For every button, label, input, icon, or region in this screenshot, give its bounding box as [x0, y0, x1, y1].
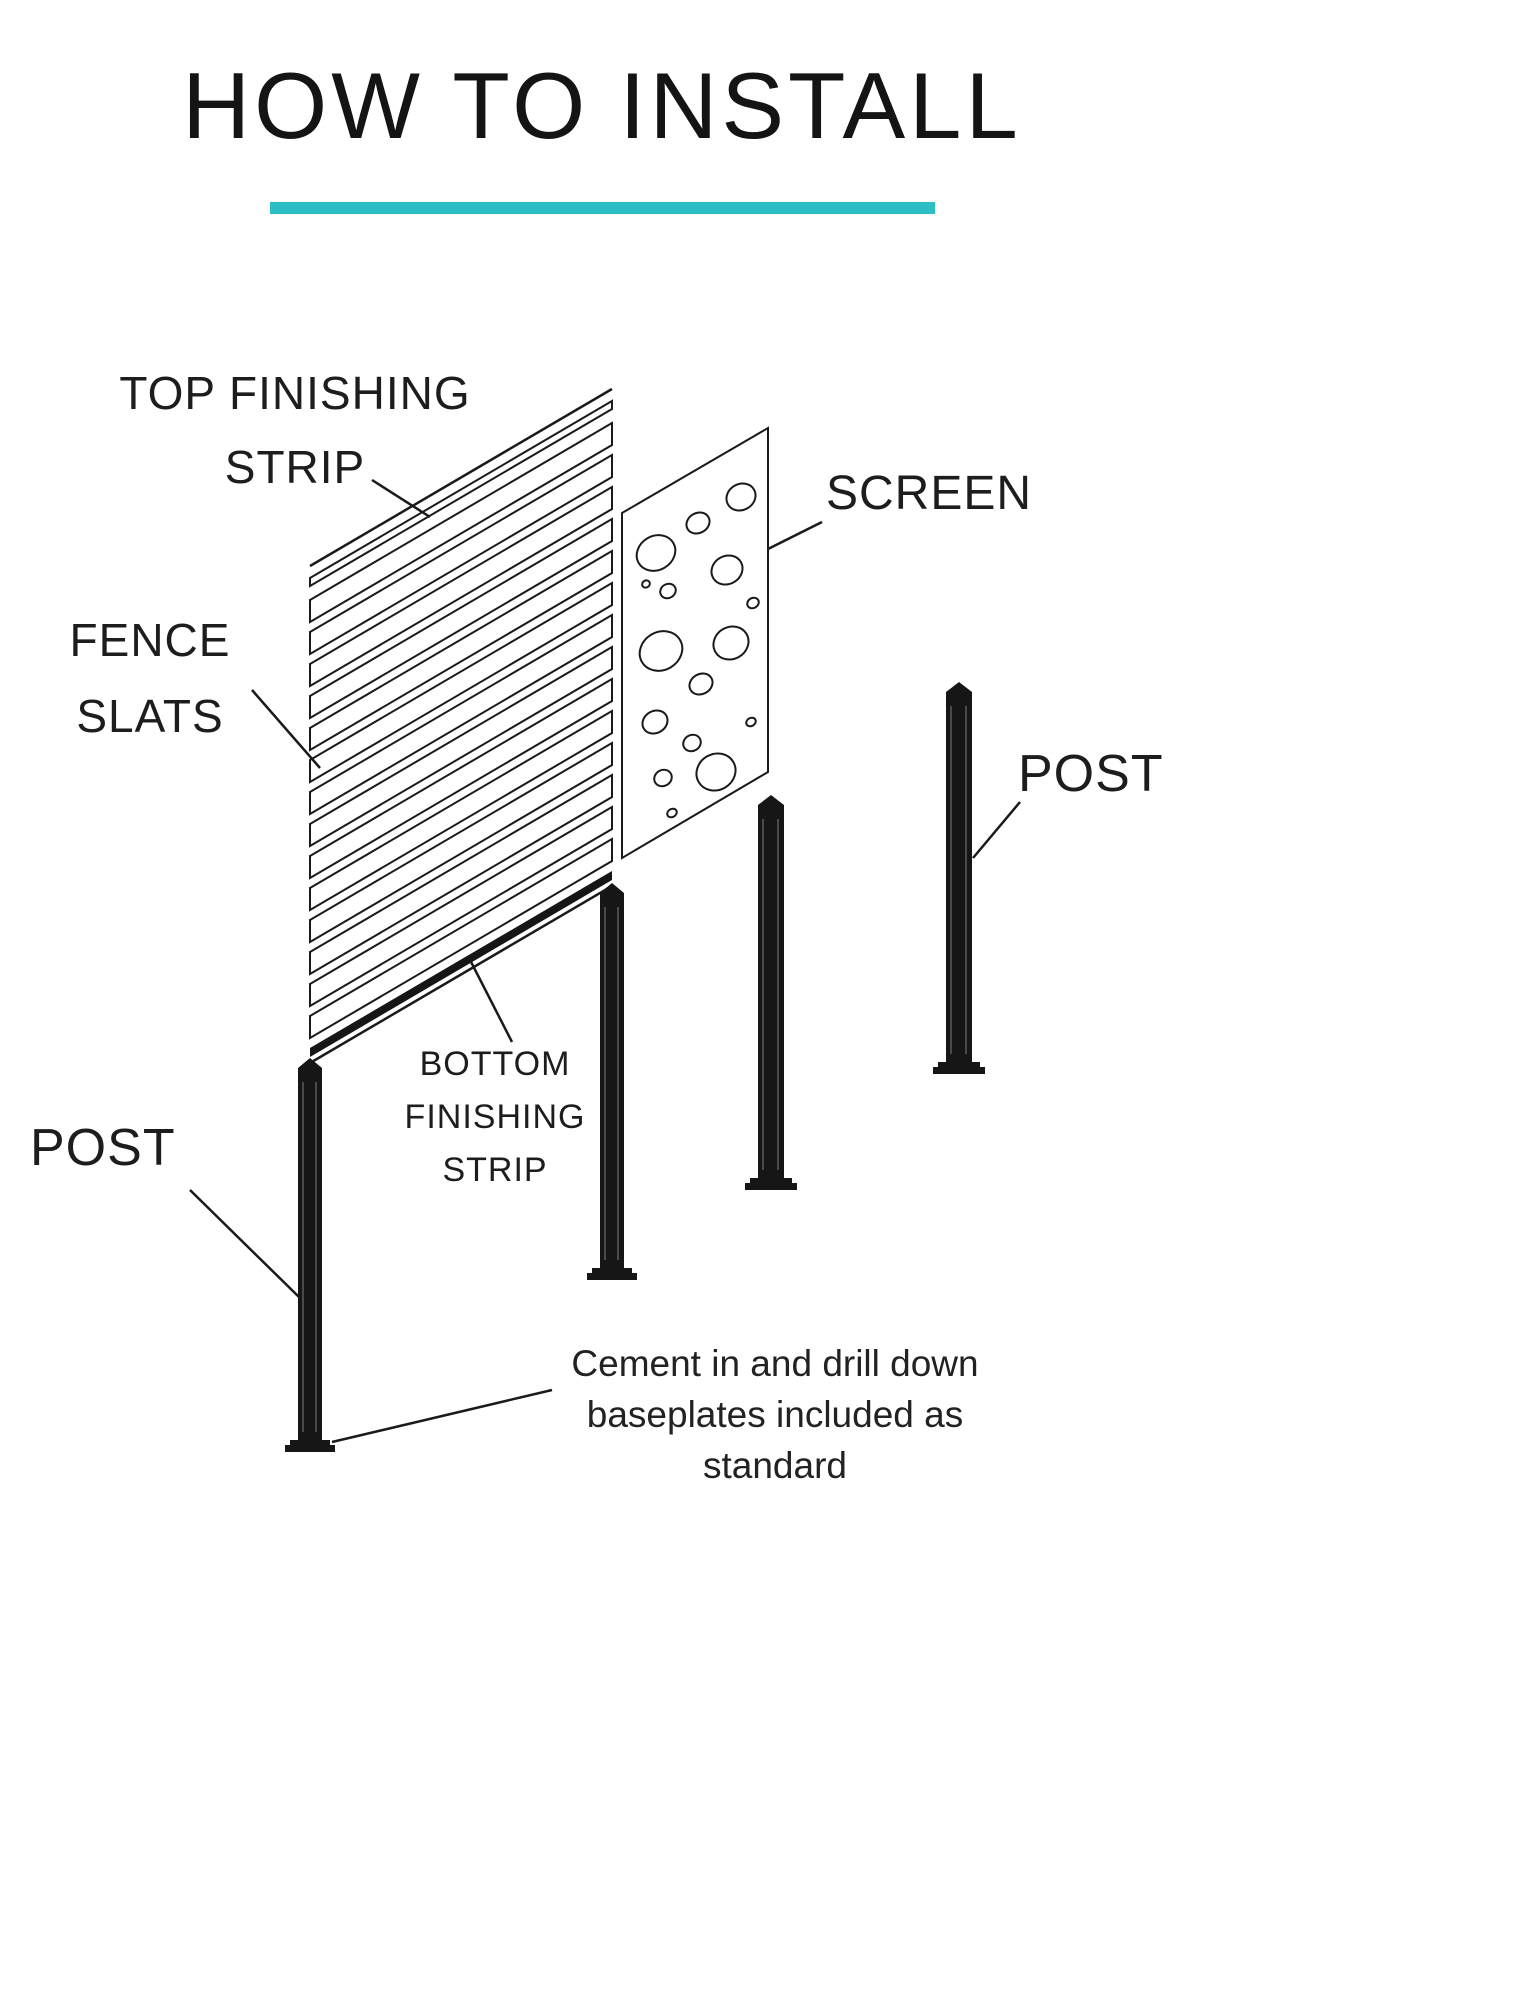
label-line: TOP FINISHING [119, 367, 471, 419]
page-title: HOW TO INSTALL [182, 53, 1022, 158]
leader-post-left [189, 1189, 301, 1299]
post-middle-right [745, 795, 797, 1190]
fence-slats-panel [309, 421, 613, 1040]
label-line: STRIP [442, 1151, 548, 1189]
bottom-finishing-strip [309, 871, 613, 1065]
label-post-left: POST [30, 1119, 176, 1177]
label-screen: SCREEN [826, 467, 1033, 520]
post-right [933, 682, 985, 1074]
top-finishing-strip [309, 387, 613, 588]
leader-post-right [972, 801, 1021, 859]
note-line: baseplates included as [586, 1394, 964, 1435]
label-post-right: POST [1018, 745, 1164, 803]
post-middle-left [587, 883, 637, 1280]
label-line: STRIP [224, 441, 366, 493]
leader-top-finishing-strip [371, 478, 431, 519]
leader-fence-slats [251, 689, 321, 769]
leader-lines [189, 478, 1021, 1444]
note-baseplates: Cement in and drill down baseplates incl… [515, 1338, 1035, 1491]
leader-note [331, 1388, 553, 1444]
post-left [285, 1058, 335, 1452]
label-line: FENCE [69, 614, 231, 666]
note-line: Cement in and drill down [571, 1343, 979, 1384]
leader-screen [767, 520, 823, 551]
screen-panel [621, 426, 769, 860]
label-top-finishing-strip: TOP FINISHING STRIP [90, 356, 500, 504]
label-fence-slats: FENCE SLATS [35, 602, 265, 754]
leader-bottom-finishing-strip [466, 955, 514, 1043]
note-line: standard [703, 1445, 847, 1486]
label-line: BOTTOM [419, 1045, 571, 1083]
label-line: FINISHING [404, 1098, 586, 1136]
label-line: SLATS [76, 690, 224, 742]
title-underline [270, 202, 935, 214]
label-bottom-finishing-strip: BOTTOM FINISHING STRIP [365, 1038, 625, 1197]
